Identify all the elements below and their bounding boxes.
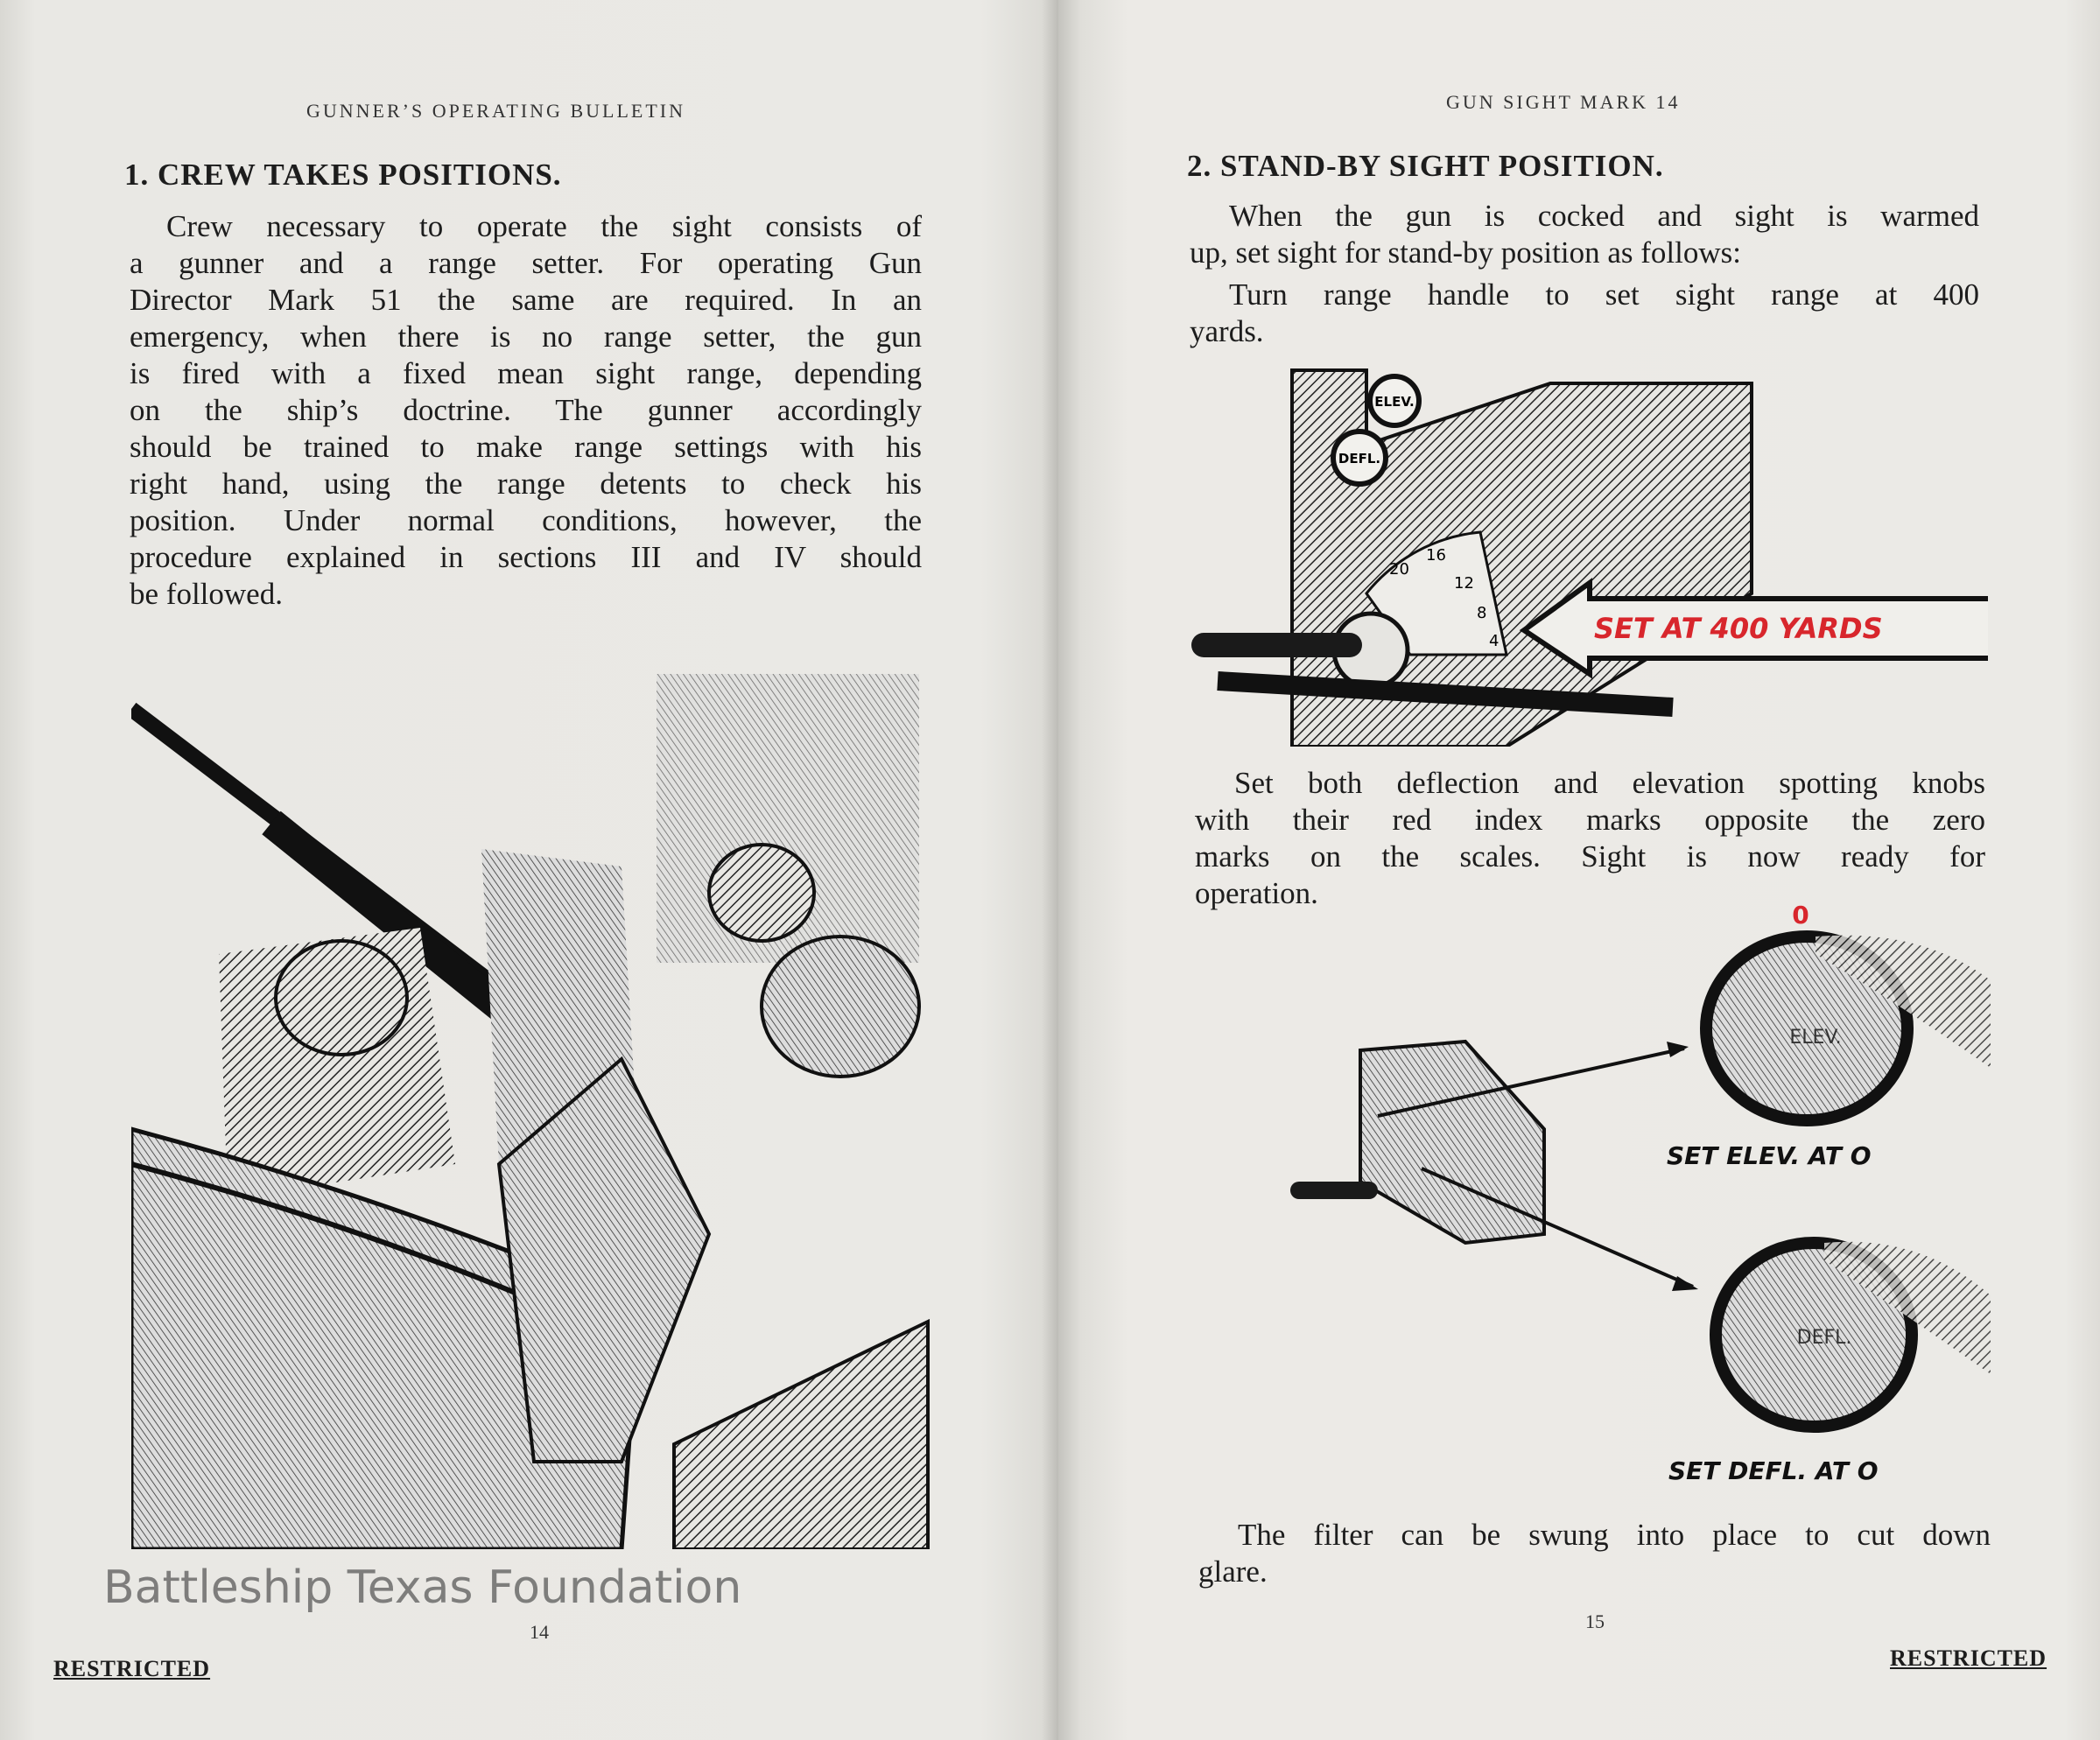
text-line: Director Mark 51 the same are required. …: [130, 283, 922, 317]
text-line: on the ship’s doctrine. The gunner accor…: [130, 393, 922, 427]
zero-mark: 0: [1792, 902, 1809, 930]
scale-mark: 8: [1477, 604, 1486, 622]
text-line: Turn range handle to set sight range at …: [1229, 277, 1979, 312]
defl-knob-label: DEFL.: [1797, 1327, 1852, 1349]
text-line: be followed.: [130, 577, 283, 611]
left-page: GUNNER’S OPERATING BULLETIN 1. CREW TAKE…: [0, 0, 1058, 1740]
body-paragraph: The filter can be swung into place to cu…: [1198, 1517, 1991, 1590]
gun-crew-illustration: [131, 674, 930, 1549]
elev-caption: SET ELEV. AT O: [1667, 1141, 1872, 1170]
text-line: with their red index marks opposite the …: [1195, 803, 1985, 837]
section-heading: 2. STAND-BY SIGHT POSITION.: [1187, 149, 1664, 183]
running-head: GUN SIGHT MARK 14: [1446, 91, 1681, 113]
text-line: yards.: [1190, 314, 1264, 348]
body-paragraph: Turn range handle to set sight range at …: [1190, 277, 1979, 350]
scale-mark: 4: [1489, 632, 1499, 650]
text-line: right hand, using the range detents to c…: [130, 467, 922, 501]
running-head: GUNNER’S OPERATING BULLETIN: [306, 100, 685, 122]
text-line: The filter can be swung into place to cu…: [1238, 1518, 1991, 1552]
text-line: position. Under normal conditions, howev…: [130, 503, 922, 537]
scale-mark: 12: [1454, 574, 1474, 593]
text-line: a gunner and a range setter. For operati…: [130, 246, 922, 280]
defl-knob-label: DEFL.: [1338, 451, 1380, 467]
text-line: Crew necessary to operate the sight cons…: [166, 209, 922, 243]
text-line: is fired with a fixed mean sight range, …: [130, 356, 922, 390]
text-line: operation.: [1195, 876, 1318, 910]
body-paragraph: Crew necessary to operate the sight cons…: [130, 208, 922, 613]
text-line: procedure explained in sections III and …: [130, 540, 922, 574]
right-page: GUN SIGHT MARK 14 2. STAND-BY SIGHT POSI…: [1058, 0, 2100, 1740]
text-line: When the gun is cocked and sight is warm…: [1229, 199, 1979, 233]
section-heading: 1. CREW TAKES POSITIONS.: [124, 158, 562, 192]
callout-text: SET AT 400 YARDS: [1594, 612, 1883, 645]
text-line: should be trained to make range settings…: [130, 430, 922, 464]
range-handle-illustration: ELEV. DEFL. 20 16 12 8 4 SET AT 400 YARD…: [1191, 368, 1988, 747]
text-line: up, set sight for stand-by position as f…: [1190, 235, 1741, 270]
elev-knob-label: ELEV.: [1789, 1027, 1841, 1049]
restricted-label: RESTRICTED: [53, 1656, 211, 1681]
text-line: marks on the scales. Sight is now ready …: [1195, 839, 1985, 874]
page-number: 14: [530, 1621, 549, 1643]
elev-knob-label: ELEV.: [1374, 394, 1414, 410]
restricted-label: RESTRICTED: [1890, 1645, 2047, 1671]
text-line: glare.: [1198, 1554, 1268, 1589]
callout-arrow-icon: [1519, 578, 1988, 679]
body-paragraph: When the gun is cocked and sight is warm…: [1190, 198, 1979, 271]
text-line: Set both deflection and elevation spotti…: [1234, 766, 1985, 800]
spotting-knobs-illustration: 0 ELEV. SET ELEV. AT O DEFL. SET DEFL. A…: [1290, 902, 1991, 1485]
watermark: Battleship Texas Foundation: [103, 1561, 742, 1614]
scale-mark: 16: [1426, 546, 1446, 565]
body-paragraph: Set both deflection and elevation spotti…: [1195, 765, 1985, 912]
text-line: emergency, when there is no range setter…: [130, 319, 922, 354]
defl-caption: SET DEFL. AT O: [1668, 1456, 1879, 1485]
scale-mark: 20: [1389, 560, 1409, 579]
page-number: 15: [1585, 1610, 1605, 1632]
